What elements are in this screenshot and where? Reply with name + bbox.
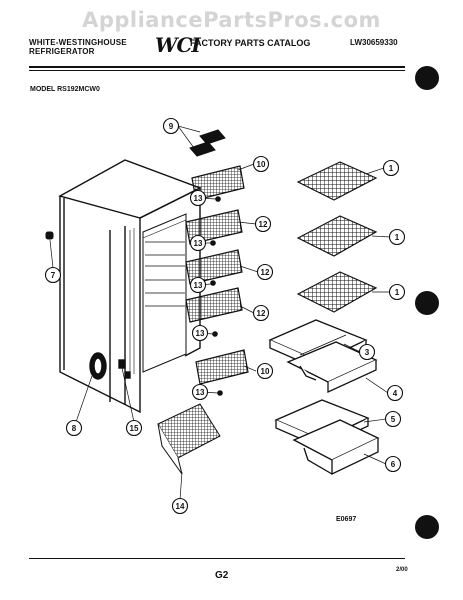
callout-circle-13e	[191, 383, 209, 401]
page-number: G2	[215, 570, 229, 581]
callout-label: 9	[169, 122, 174, 131]
callout-label: 3	[365, 348, 370, 357]
callout-circle-10a	[252, 155, 270, 173]
callout-label: 10	[261, 367, 270, 376]
callout-circle-15	[125, 419, 143, 437]
callout-circle-12c	[252, 304, 270, 322]
callout-label: 12	[259, 220, 268, 229]
part-9-clips	[189, 129, 226, 157]
callout-circle-7	[44, 266, 62, 284]
callout-circle-12b	[256, 263, 274, 281]
catalog-title: FACTORY PARTS CATALOG	[190, 38, 311, 48]
part-14-wire-basket	[157, 403, 221, 475]
callout-circle-4	[386, 384, 404, 402]
callout-label: 15	[130, 424, 139, 433]
callout-circles	[44, 117, 406, 515]
callout-circle-13a	[189, 189, 207, 207]
brand-line-2: REFRIGERATOR	[29, 47, 95, 56]
callout-label: 13	[194, 239, 203, 248]
callout-label: 10	[257, 160, 266, 169]
model-number: MODEL RS192MCW0	[30, 86, 100, 93]
diagram-reference: E0697	[336, 516, 357, 523]
footer-rule	[29, 558, 405, 559]
part-7-bumper	[45, 231, 54, 240]
callout-circle-10b	[256, 362, 274, 380]
callout-circle-9	[162, 117, 180, 135]
callout-label: 12	[261, 268, 270, 277]
wci-logo: WCI	[155, 33, 201, 57]
callout-circle-1a	[382, 159, 400, 177]
callout-label: 13	[196, 388, 205, 397]
callout-label: 8	[72, 424, 77, 433]
brand-line-1: WHITE-WESTINGHOUSE	[29, 38, 127, 47]
header-rule-thick	[29, 66, 405, 68]
callout-circle-12a	[254, 215, 272, 233]
revision-date: 2/00	[396, 567, 408, 573]
callout-circle-5	[384, 410, 402, 428]
watermark: AppliancePartsPros.com	[82, 8, 381, 32]
callout-label: 7	[51, 271, 56, 280]
callout-label: 13	[194, 281, 203, 290]
callout-label: 14	[176, 502, 185, 511]
callout-label: 1	[389, 164, 394, 173]
callout-circle-3	[358, 343, 376, 361]
callout-label: 13	[196, 329, 205, 338]
callout-circle-6	[384, 455, 402, 473]
callout-label: 1	[395, 288, 400, 297]
meat-keeper-assembly	[274, 399, 380, 476]
callout-label: 5	[391, 415, 396, 424]
callout-circle-13d	[191, 324, 209, 342]
callout-circle-1c	[388, 283, 406, 301]
callout-circle-14	[171, 497, 189, 515]
callout-label: 6	[391, 460, 396, 469]
callout-circle-8	[65, 419, 83, 437]
callout-label: 13	[194, 194, 203, 203]
callout-circle-13c	[189, 276, 207, 294]
callout-circle-13b	[189, 234, 207, 252]
callout-label: 1	[395, 233, 400, 242]
callout-label: 12	[257, 309, 266, 318]
callout-circle-1b	[388, 228, 406, 246]
callout-label: 4	[393, 389, 398, 398]
crisper-assembly	[268, 319, 378, 394]
refrigerator-cabinet	[58, 159, 202, 414]
binder-hole-top	[415, 66, 439, 90]
binder-hole-bottom	[415, 515, 439, 539]
leader-lines	[49, 125, 391, 501]
catalog-code: LW30659330	[350, 38, 398, 47]
header-rule-thin	[29, 70, 405, 71]
wire-shelves	[296, 161, 378, 313]
brand-block: WHITE-WESTINGHOUSE REFRIGERATOR	[29, 38, 127, 56]
binder-hole-middle	[415, 291, 439, 315]
